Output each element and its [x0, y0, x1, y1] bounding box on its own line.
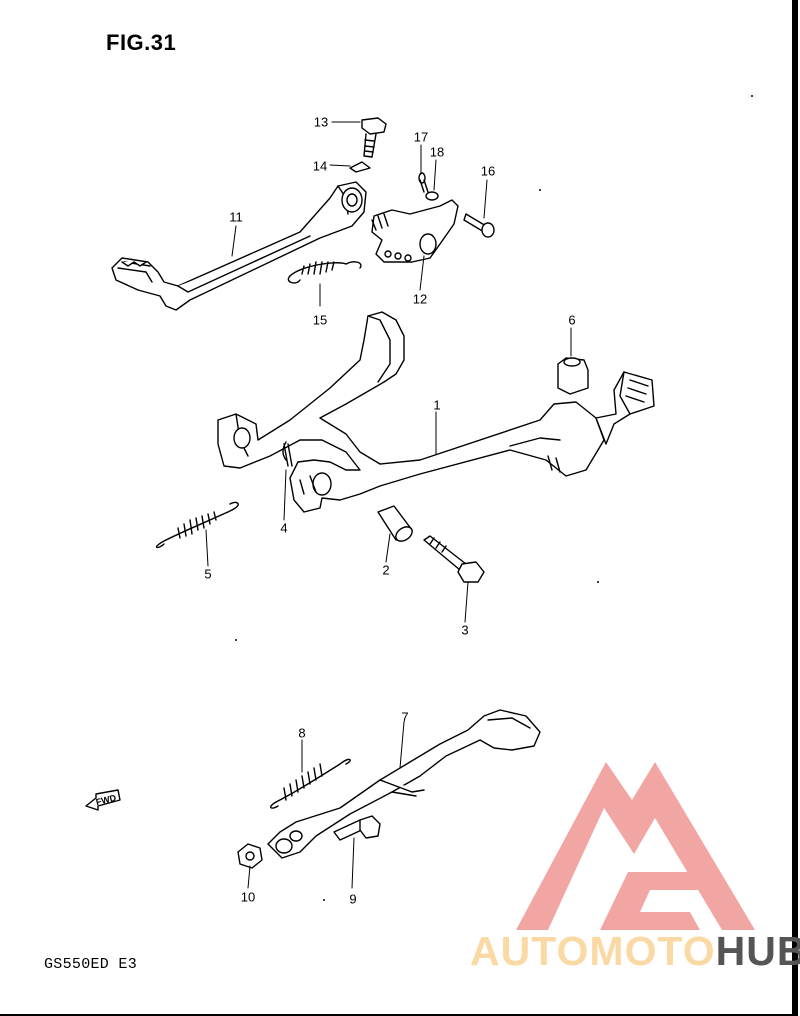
callout-11: 11 [229, 209, 243, 225]
callout-17: 17 [413, 129, 429, 145]
part-12-arm [371, 199, 459, 263]
callout-10: 10 [240, 889, 256, 905]
part-17-cotter-pin [418, 172, 429, 193]
callout-4: 4 [280, 520, 288, 536]
part-6-rubber-stop [557, 357, 589, 395]
callout-3: 3 [461, 622, 469, 638]
callout-15: 15 [312, 312, 328, 328]
fwd-arrow [85, 789, 121, 811]
callout-13: 13 [313, 114, 329, 130]
watermark-logo [516, 762, 755, 930]
part-14-washer [349, 161, 371, 173]
part-8-spring [269, 758, 351, 809]
watermark-word-1: AUTOMOTO [470, 928, 716, 974]
callout-5: 5 [204, 566, 212, 582]
part-3-bolt [423, 535, 485, 583]
part-13-bolt [361, 117, 387, 158]
part-4-pin [282, 441, 293, 467]
callout-6: 6 [568, 312, 576, 328]
part-9-bolt [333, 815, 381, 841]
part-10-nut [237, 843, 263, 869]
watermark-word-2: HUB [715, 928, 800, 974]
part-16-pin [463, 213, 495, 238]
callout-12: 12 [412, 291, 428, 307]
part-5-spring [156, 501, 239, 549]
callout-16: 16 [480, 163, 496, 179]
callout-14: 14 [312, 158, 328, 174]
part-1-center-stand [217, 311, 655, 513]
leader-lines [205, 121, 572, 889]
callout-18: 18 [429, 144, 445, 160]
callout-7: 7 [401, 709, 409, 725]
callout-1: 1 [433, 397, 441, 413]
callout-8: 8 [298, 725, 306, 741]
part-2-collar [377, 505, 413, 542]
part-15-spring [287, 261, 362, 284]
scan-specks [235, 95, 753, 901]
callout-9: 9 [349, 891, 357, 907]
model-code: GS550ED E3 [44, 956, 138, 973]
figure-title: FIG.31 [106, 30, 177, 55]
part-18-washer [425, 191, 439, 201]
part-11-brake-pedal [111, 181, 367, 311]
callout-2: 2 [382, 562, 390, 578]
watermark-text: AUTOMOTOHUB [470, 928, 800, 975]
part-7-side-stand [267, 709, 541, 859]
